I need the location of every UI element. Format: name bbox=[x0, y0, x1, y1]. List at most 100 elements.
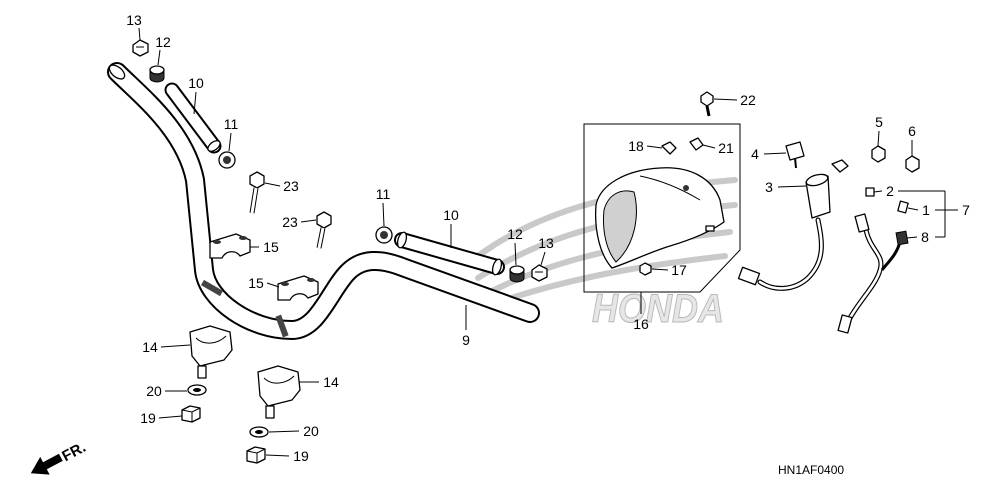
callout-label: 15 bbox=[248, 275, 264, 291]
callout-label: 20 bbox=[303, 423, 319, 439]
knurl-ring bbox=[275, 314, 289, 338]
callout-15: 15 bbox=[248, 275, 280, 291]
callout-label: 3 bbox=[765, 179, 773, 195]
callout-label: 9 bbox=[462, 332, 470, 348]
cap-6 bbox=[905, 155, 920, 173]
callout-11: 11 bbox=[224, 116, 239, 152]
bolt-23-left bbox=[249, 171, 265, 214]
callout-11: 11 bbox=[376, 186, 391, 227]
callout-20: 20 bbox=[146, 383, 187, 399]
callout-10: 10 bbox=[188, 75, 204, 115]
callout-22: 22 bbox=[713, 92, 756, 108]
callout-23: 23 bbox=[282, 214, 317, 230]
callout-label: 23 bbox=[283, 178, 299, 194]
washer-20-right bbox=[249, 426, 269, 438]
callout-label: 8 bbox=[921, 229, 929, 245]
callout-5: 5 bbox=[875, 114, 883, 147]
ignition-switch-3 bbox=[737, 159, 849, 291]
nut-19-right bbox=[246, 446, 266, 464]
callout-label: 15 bbox=[263, 239, 279, 255]
washer-20-left bbox=[187, 384, 207, 396]
callout-label: 2 bbox=[886, 183, 894, 199]
clip-13-left bbox=[132, 39, 149, 57]
callout-23: 23 bbox=[264, 178, 299, 194]
holder-14-right bbox=[257, 365, 301, 419]
callout-9: 9 bbox=[462, 305, 470, 348]
direction-label: FR. bbox=[59, 439, 88, 465]
nut-11-left bbox=[218, 151, 236, 169]
callout-7: 7 bbox=[962, 202, 970, 218]
callout-19: 19 bbox=[265, 448, 309, 464]
callout-2: 2 bbox=[873, 183, 894, 199]
callout-16: 16 bbox=[633, 292, 649, 332]
callout-label: 6 bbox=[908, 123, 916, 139]
clip-13-right bbox=[531, 264, 548, 282]
callout-label: 13 bbox=[126, 12, 142, 28]
callout-label: 4 bbox=[751, 146, 759, 162]
callout-13: 13 bbox=[538, 235, 554, 266]
callout-label: 18 bbox=[628, 138, 644, 154]
watermark-text: HONDA bbox=[592, 287, 724, 331]
callout-label: 12 bbox=[507, 226, 523, 242]
callout-17: 17 bbox=[651, 262, 687, 278]
nut-17 bbox=[639, 262, 652, 276]
knurl-ring bbox=[200, 279, 224, 297]
handlebar bbox=[107, 62, 540, 340]
callout-label: 22 bbox=[740, 92, 756, 108]
callout-18: 18 bbox=[628, 138, 663, 154]
callout-label: 19 bbox=[293, 448, 309, 464]
callout-12: 12 bbox=[155, 34, 171, 66]
callout-8: 8 bbox=[906, 229, 929, 245]
diagram-code: HN1AF0400 bbox=[778, 463, 844, 477]
clip-21 bbox=[689, 137, 704, 151]
callout-13: 13 bbox=[126, 12, 142, 41]
harness-bracket bbox=[898, 190, 958, 238]
bolt-23-right bbox=[316, 211, 332, 249]
callout-label: 1 bbox=[922, 202, 930, 218]
callout-label: 16 bbox=[633, 316, 649, 332]
callout-label: 12 bbox=[155, 34, 171, 50]
holder-14-left bbox=[189, 325, 233, 379]
callout-label: 13 bbox=[538, 235, 554, 251]
callout-label: 10 bbox=[188, 75, 204, 91]
headlight-cover-16 bbox=[594, 167, 725, 269]
bolt-22 bbox=[700, 91, 714, 117]
part-8 bbox=[895, 230, 909, 246]
callout-19: 19 bbox=[140, 410, 183, 426]
cover-16-bracket bbox=[583, 123, 741, 293]
harness-7 bbox=[837, 213, 902, 334]
callout-label: 17 bbox=[671, 262, 687, 278]
callout-label: 7 bbox=[962, 202, 970, 218]
callout-21: 21 bbox=[702, 140, 734, 156]
callout-20: 20 bbox=[268, 423, 319, 439]
part-1 bbox=[897, 200, 909, 214]
grip-10-right bbox=[394, 231, 505, 276]
callout-label: 5 bbox=[875, 114, 883, 130]
callout-label: 20 bbox=[146, 383, 162, 399]
upper-clamp-15-left bbox=[209, 233, 251, 259]
callout-label: 14 bbox=[323, 374, 339, 390]
callout-label: 19 bbox=[140, 410, 156, 426]
callout-12: 12 bbox=[507, 226, 523, 266]
collar-12-left bbox=[149, 65, 165, 83]
callout-4: 4 bbox=[751, 146, 787, 162]
callout-3: 3 bbox=[765, 179, 807, 195]
grip-10-left bbox=[164, 82, 222, 154]
collar-12-right bbox=[509, 265, 525, 283]
callout-14: 14 bbox=[142, 339, 191, 355]
clip-18 bbox=[661, 141, 677, 155]
front-direction-arrow-icon: FR. bbox=[30, 439, 89, 475]
part-2 bbox=[865, 187, 875, 197]
callout-label: 11 bbox=[224, 116, 239, 132]
key-cap-4 bbox=[785, 141, 805, 169]
callout-label: 11 bbox=[376, 186, 391, 202]
callout-label: 23 bbox=[282, 214, 298, 230]
callout-10: 10 bbox=[443, 207, 459, 248]
callout-15: 15 bbox=[250, 239, 279, 255]
upper-clamp-15-right bbox=[277, 275, 319, 301]
cap-5 bbox=[871, 145, 886, 163]
callout-label: 21 bbox=[718, 140, 734, 156]
callout-1: 1 bbox=[907, 202, 930, 218]
callout-label: 14 bbox=[142, 339, 158, 355]
